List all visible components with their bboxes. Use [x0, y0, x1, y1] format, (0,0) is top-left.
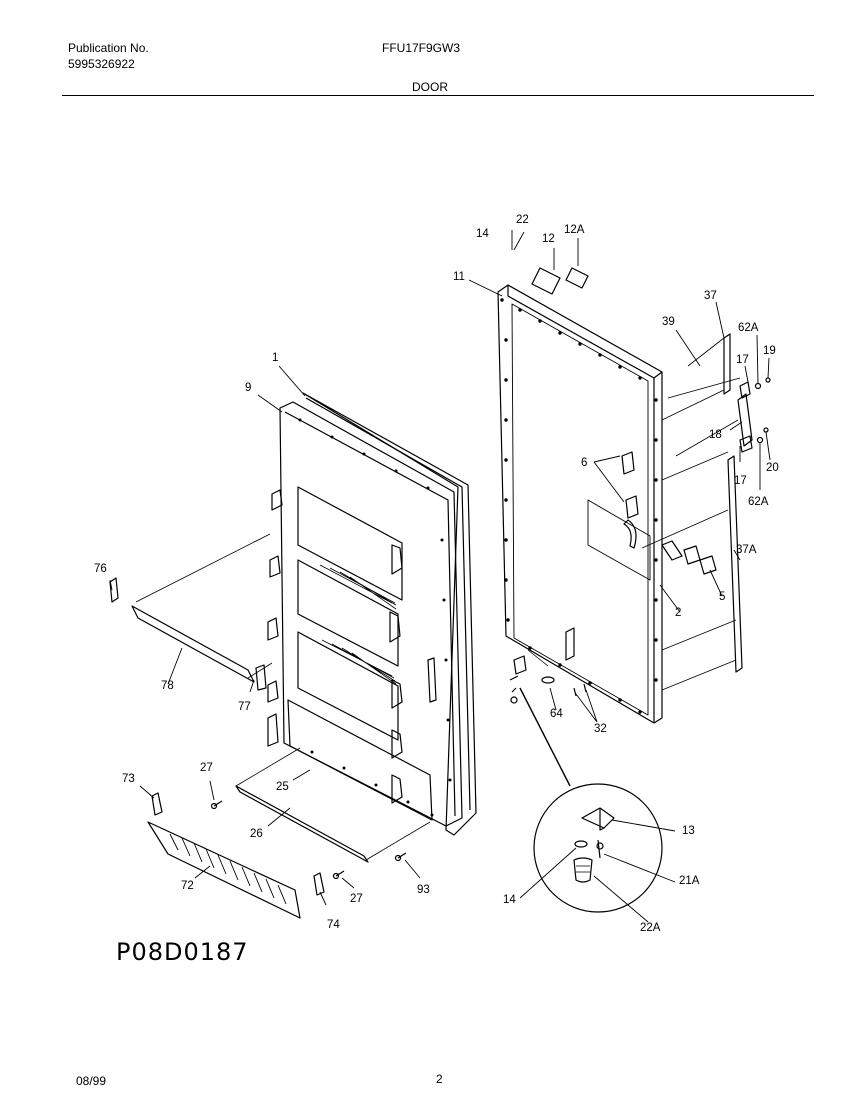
callout-64: 64	[550, 708, 563, 720]
bottom-trim-part	[235, 747, 431, 863]
callout-37: 37	[704, 290, 717, 302]
callout-62a-lower: 62A	[748, 496, 769, 508]
drawing-id: P08D0187	[116, 938, 249, 966]
callout-27-upper: 27	[200, 762, 213, 774]
callout-72: 72	[181, 880, 194, 892]
publication-label: Publication No.	[68, 41, 149, 55]
publication-number: 5995326922	[68, 57, 135, 71]
callout-2: 2	[675, 607, 682, 619]
callout-77: 77	[238, 701, 251, 713]
screw-parts	[210, 800, 407, 880]
door-gasket-outline	[302, 392, 477, 836]
callout-14-lower: 14	[503, 894, 516, 906]
callout-14-upper: 14	[476, 228, 489, 240]
leader-lines-left	[109, 365, 421, 906]
callout-1: 1	[272, 352, 279, 364]
outer-door-panel	[497, 267, 663, 724]
callout-73: 73	[122, 773, 135, 785]
callout-12a: 12A	[564, 224, 585, 236]
callout-13: 13	[682, 825, 695, 837]
model-number: FFU17F9GW3	[382, 41, 461, 55]
callout-21a: 21A	[679, 875, 700, 887]
callout-22a: 22A	[640, 922, 661, 934]
toe-grille-part	[147, 792, 325, 919]
callout-76: 76	[94, 563, 107, 575]
header-rule	[62, 95, 814, 96]
callout-32: 32	[594, 723, 607, 735]
callout-26: 26	[250, 828, 263, 840]
bottom-hinge-parts	[509, 649, 587, 704]
callout-5: 5	[719, 591, 726, 603]
callout-9: 9	[245, 382, 252, 394]
callout-18: 18	[709, 429, 722, 441]
callout-78: 78	[161, 680, 174, 692]
callout-22: 22	[516, 214, 529, 226]
callout-39: 39	[662, 316, 675, 328]
callout-11: 11	[453, 271, 465, 283]
callout-62a-upper: 62A	[738, 322, 759, 334]
shelf-bar-part	[109, 533, 273, 691]
door-liner-part	[267, 401, 463, 827]
callout-6: 6	[581, 457, 588, 469]
guide-lines-right	[641, 337, 741, 691]
callout-19: 19	[763, 345, 776, 357]
callout-74: 74	[327, 919, 340, 931]
callout-25: 25	[276, 781, 289, 793]
section-title: DOOR	[412, 80, 448, 94]
callout-93: 93	[417, 884, 430, 896]
callout-27-lower: 27	[350, 893, 363, 905]
callout-17-lower: 17	[734, 475, 747, 487]
page-number: 2	[436, 1072, 443, 1086]
door-hinge-parts	[661, 333, 771, 673]
callout-37a: 37A	[736, 544, 757, 556]
callout-17-upper: 17	[736, 354, 749, 366]
callout-20: 20	[766, 462, 779, 474]
footer-date: 08/99	[76, 1074, 107, 1088]
leader-lines-right	[468, 230, 771, 923]
detail-zoom-circle	[519, 687, 663, 913]
callout-12: 12	[542, 233, 555, 245]
